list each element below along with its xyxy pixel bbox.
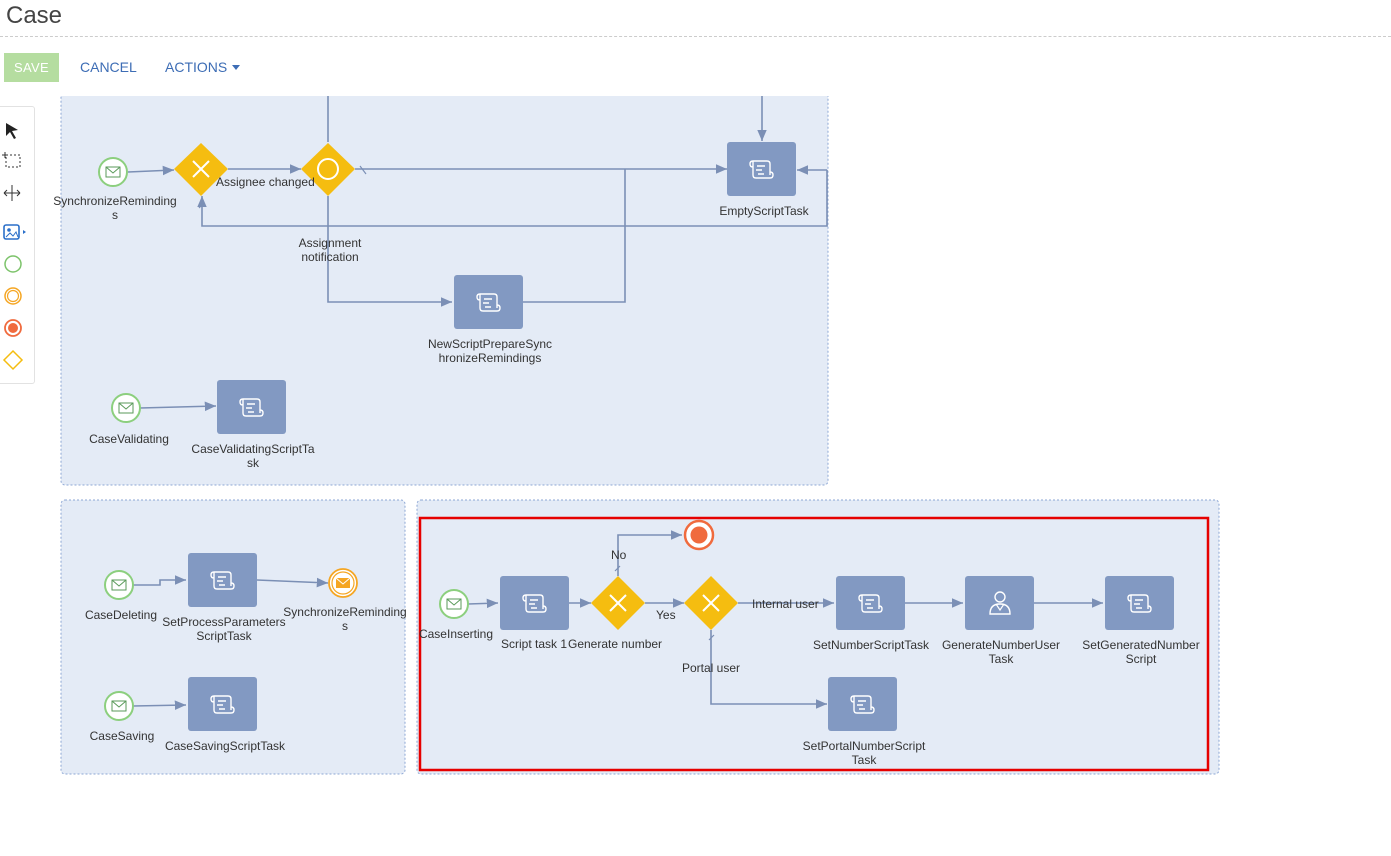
start-event-case-inserting[interactable] [439, 589, 469, 619]
exclusive-gateway-user-type[interactable] [684, 576, 738, 630]
actions-button-label: ACTIONS [165, 59, 228, 75]
start-event-case-deleting[interactable] [104, 570, 134, 600]
start-event-case-saving[interactable] [104, 691, 134, 721]
user-task-generate-number[interactable] [965, 576, 1034, 630]
label-no: No [611, 548, 627, 562]
end-event-terminate[interactable] [683, 519, 715, 551]
label-script-task-1: Script task 1 [501, 637, 568, 651]
lasso-select-icon[interactable] [0, 149, 26, 173]
intermediate-event-synchronize-remindings[interactable] [328, 568, 358, 598]
label-case-deleting: CaseDeleting [84, 608, 158, 622]
pointer-icon[interactable] [0, 119, 26, 143]
space-tool-icon[interactable] [0, 181, 26, 205]
sequence-flows-top [127, 96, 828, 412]
start-event-synchronize-remindings[interactable] [98, 157, 128, 187]
script-task-empty[interactable] [727, 142, 796, 196]
label-case-saving: CaseSaving [89, 729, 155, 743]
label-generate-number: Generate number [568, 637, 663, 651]
inclusive-gateway-assignee[interactable] [301, 143, 355, 196]
end-event-icon[interactable] [0, 316, 26, 340]
label-case-saving-script-task: CaseSavingScriptTask [164, 739, 286, 753]
element-library-icon[interactable] [0, 220, 26, 244]
script-task-set-number[interactable] [836, 576, 905, 630]
exclusive-gateway-top[interactable] [174, 143, 228, 196]
label-set-number-script-task: SetNumberScriptTask [812, 638, 930, 652]
chevron-down-icon [232, 65, 241, 70]
save-button[interactable]: SAVE [4, 53, 59, 82]
cancel-button-label: CANCEL [80, 59, 137, 75]
label-assignee-changed: Assignee changed [216, 175, 315, 189]
gateway-icon[interactable] [0, 348, 26, 372]
subprocess-container-top[interactable] [60, 87, 829, 486]
intermediate-event-icon[interactable] [0, 284, 26, 308]
selection-highlight [418, 516, 1210, 772]
script-task-set-portal-number[interactable] [828, 677, 897, 731]
tool-palette [0, 106, 35, 384]
cancel-button[interactable]: CANCEL [80, 53, 137, 82]
script-task-1[interactable] [500, 576, 569, 630]
script-task-set-generated-number[interactable] [1105, 576, 1174, 630]
script-task-case-validating[interactable] [217, 380, 286, 434]
script-task-set-process-parameters[interactable] [188, 553, 257, 607]
exclusive-gateway-generate-number[interactable] [591, 576, 645, 630]
sequence-flows-left [132, 575, 329, 711]
script-task-new-prepare-sync[interactable] [454, 275, 523, 329]
label-case-inserting: CaseInserting [418, 627, 494, 641]
script-task-case-saving[interactable] [188, 677, 257, 731]
sequence-flows-right [467, 530, 1103, 709]
label-case-validating: CaseValidating [89, 432, 169, 446]
label-portal-user: Portal user [682, 661, 741, 675]
start-event-icon[interactable] [0, 252, 26, 276]
label-internal-user: Internal user [752, 597, 819, 611]
page-title: Case [6, 2, 63, 29]
label-yes: Yes [656, 608, 676, 622]
start-event-case-validating[interactable] [111, 393, 141, 423]
actions-dropdown[interactable]: ACTIONS [165, 53, 241, 82]
label-empty-script-task: EmptyScriptTask [719, 204, 809, 218]
title-divider [0, 36, 1391, 37]
